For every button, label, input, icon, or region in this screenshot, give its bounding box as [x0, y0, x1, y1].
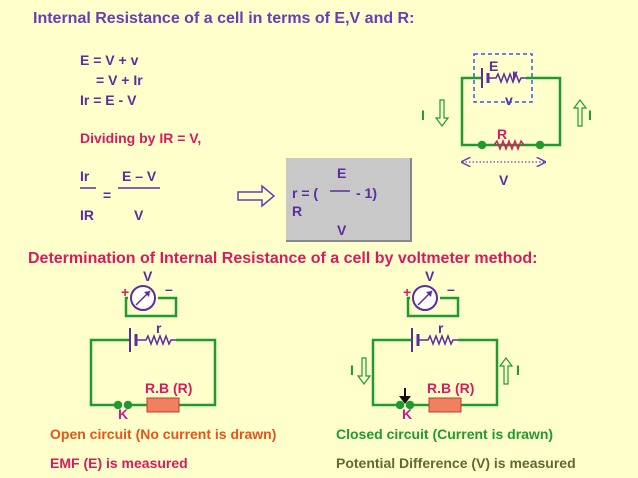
closed-circuit	[371, 296, 499, 410]
closed-r-label: r	[438, 320, 444, 336]
top-current-right-label: I	[588, 107, 592, 123]
top-r-label: r	[512, 66, 518, 82]
cell-dashed-box	[473, 53, 533, 103]
fraction-right-numerator: E – V	[122, 168, 157, 184]
open-r-label: r	[156, 320, 162, 336]
top-current-left-label: I	[421, 107, 425, 123]
dividing-text: Dividing by IR = V,	[80, 130, 202, 146]
open-minus-sign: –	[165, 281, 173, 297]
open-key-label: K	[118, 406, 129, 422]
top-circuit	[460, 53, 562, 152]
closed-caption: Closed circuit (Current is drawn)	[336, 426, 554, 442]
closed-current-left-label: I	[350, 362, 354, 378]
closed-current-down-arrow-icon	[356, 357, 372, 385]
top-voltage-label: V	[499, 172, 509, 188]
open-circuit	[89, 296, 217, 410]
closed-current-right-label: I	[516, 362, 520, 378]
equation-line-3: Ir = E - V	[80, 92, 137, 108]
closed-plus-sign: +	[403, 284, 412, 300]
fraction-right-denominator: V	[134, 207, 144, 223]
top-node-left	[477, 140, 487, 150]
closed-current-up-arrow-icon	[498, 357, 514, 385]
open-plus-sign: +	[121, 284, 130, 300]
closed-key-label: K	[402, 406, 413, 422]
fraction-equals: =	[103, 187, 112, 203]
closed-rb-label: R.B (R)	[427, 380, 475, 396]
formula-box	[286, 158, 412, 242]
formula-lhs: r = (	[292, 185, 319, 201]
open-voltmeter-label: V	[143, 268, 153, 284]
open-rb-label: R.B (R)	[145, 380, 193, 396]
formula-r: R	[292, 203, 303, 219]
top-external-resistor	[493, 138, 525, 152]
top-internal-resistor	[488, 71, 526, 85]
top-resistor-label: R	[497, 126, 508, 142]
page-title: Internal Resistance of a cell in terms o…	[33, 10, 415, 27]
section-heading: Determination of Internal Resistance of …	[28, 250, 538, 267]
open-caption: Open circuit (No current is drawn)	[50, 426, 277, 442]
equation-line-1: E = V + v	[80, 52, 139, 68]
formula-denominator: V	[337, 222, 347, 238]
key-press-arrow-icon	[399, 388, 411, 404]
open-measure: EMF (E) is measured	[50, 455, 188, 471]
closed-resistance-box	[428, 397, 462, 413]
top-current-down-arrow-icon	[434, 99, 450, 127]
closed-minus-sign: –	[447, 281, 455, 297]
formula-tail: - 1)	[356, 185, 377, 201]
closed-voltmeter-icon	[412, 285, 438, 311]
top-node-right	[535, 140, 545, 150]
top-v-small-label: v	[505, 92, 513, 108]
open-voltmeter-icon	[130, 285, 156, 311]
fraction-left-numerator: Ir	[80, 168, 90, 184]
formula-numerator: E	[337, 165, 347, 181]
top-e-label: E	[489, 58, 499, 74]
closed-voltmeter-label: V	[425, 268, 435, 284]
fraction-left-denominator: IR	[80, 207, 94, 223]
open-resistance-box	[146, 397, 180, 413]
top-current-up-arrow-icon	[572, 99, 588, 127]
implies-arrow-icon	[237, 184, 276, 208]
closed-measure: Potential Difference (V) is measured	[336, 455, 576, 471]
equation-line-2: = V + Ir	[96, 72, 143, 88]
